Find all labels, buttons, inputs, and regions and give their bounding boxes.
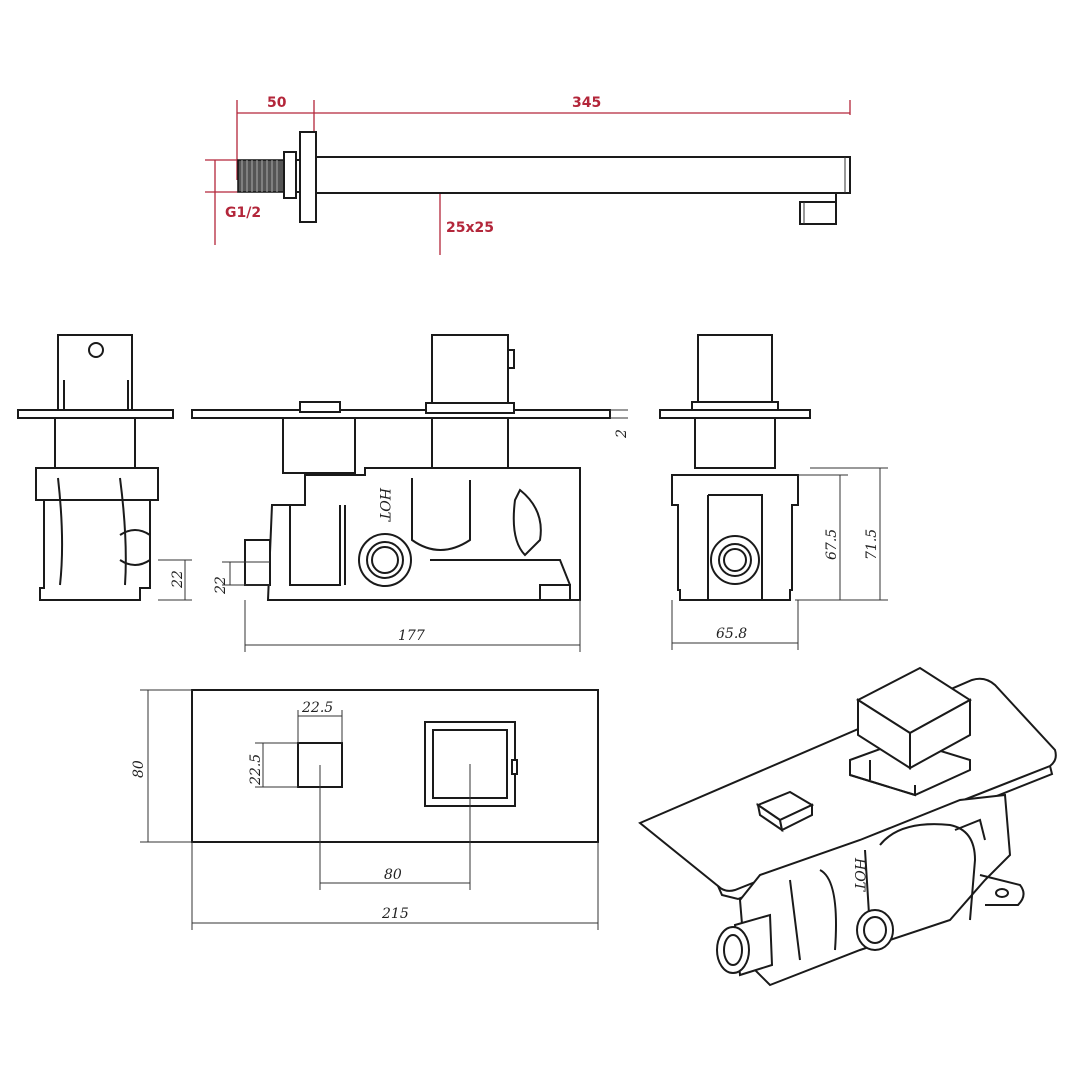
- depth-to-body-label: 67.5: [824, 529, 840, 560]
- handle-spacing-label: 80: [384, 867, 402, 883]
- arm-section-label: 25x25: [446, 220, 494, 236]
- iso-valve-body: [738, 793, 1012, 987]
- front-plate-view: 80 80 22.5 22.5 215: [131, 689, 599, 930]
- front-inlet-height-label: 22: [213, 576, 229, 595]
- plate-height-label: 80: [131, 760, 147, 778]
- handle-side: [57, 334, 133, 411]
- arm-tube: [315, 156, 851, 194]
- arm-head-connector: [799, 201, 837, 225]
- arm-wall-flange: [299, 131, 317, 223]
- iso-outlet-front: [856, 909, 894, 951]
- iso-hot-marking: HOT: [851, 857, 867, 893]
- left-inlet-height-label: 22: [170, 570, 186, 589]
- small-knob-front: [299, 401, 341, 413]
- handle-height-label: 22.5: [248, 754, 264, 786]
- arm-nut: [283, 151, 297, 199]
- body-depth-label: 65.8: [716, 626, 747, 642]
- valve-body-front: [266, 467, 581, 601]
- handle-hole: [88, 342, 104, 358]
- cover-plate-right: [659, 409, 811, 419]
- valve-left-side-view: 22: [17, 334, 192, 601]
- cover-plate-side: [17, 409, 174, 419]
- plate-thickness-label: 2: [614, 429, 630, 439]
- depth-overall-label: 71.5: [864, 529, 880, 560]
- isometric-view: HOT: [638, 666, 1057, 987]
- handle-right-side: [697, 334, 773, 406]
- cover-plate-front: [191, 409, 611, 419]
- valve-front-view: HOT 2 22 177: [191, 334, 630, 652]
- main-handle-front: [431, 334, 509, 411]
- front-plate: [191, 689, 599, 843]
- thread-size-label: G1/2: [225, 205, 261, 221]
- body-width-label: 177: [398, 628, 425, 644]
- valve-right-side-view: 67.5 71.5 65.8: [659, 334, 888, 650]
- hot-marking: HOT: [376, 487, 392, 523]
- shower-arm-view: 50 345 G1/2 25x25: [205, 95, 851, 255]
- handle-width-label: 22.5: [301, 700, 333, 716]
- arm-length-label: 345: [572, 95, 601, 111]
- thread-length-label: 50: [267, 95, 287, 111]
- plate-width-label: 215: [381, 906, 409, 922]
